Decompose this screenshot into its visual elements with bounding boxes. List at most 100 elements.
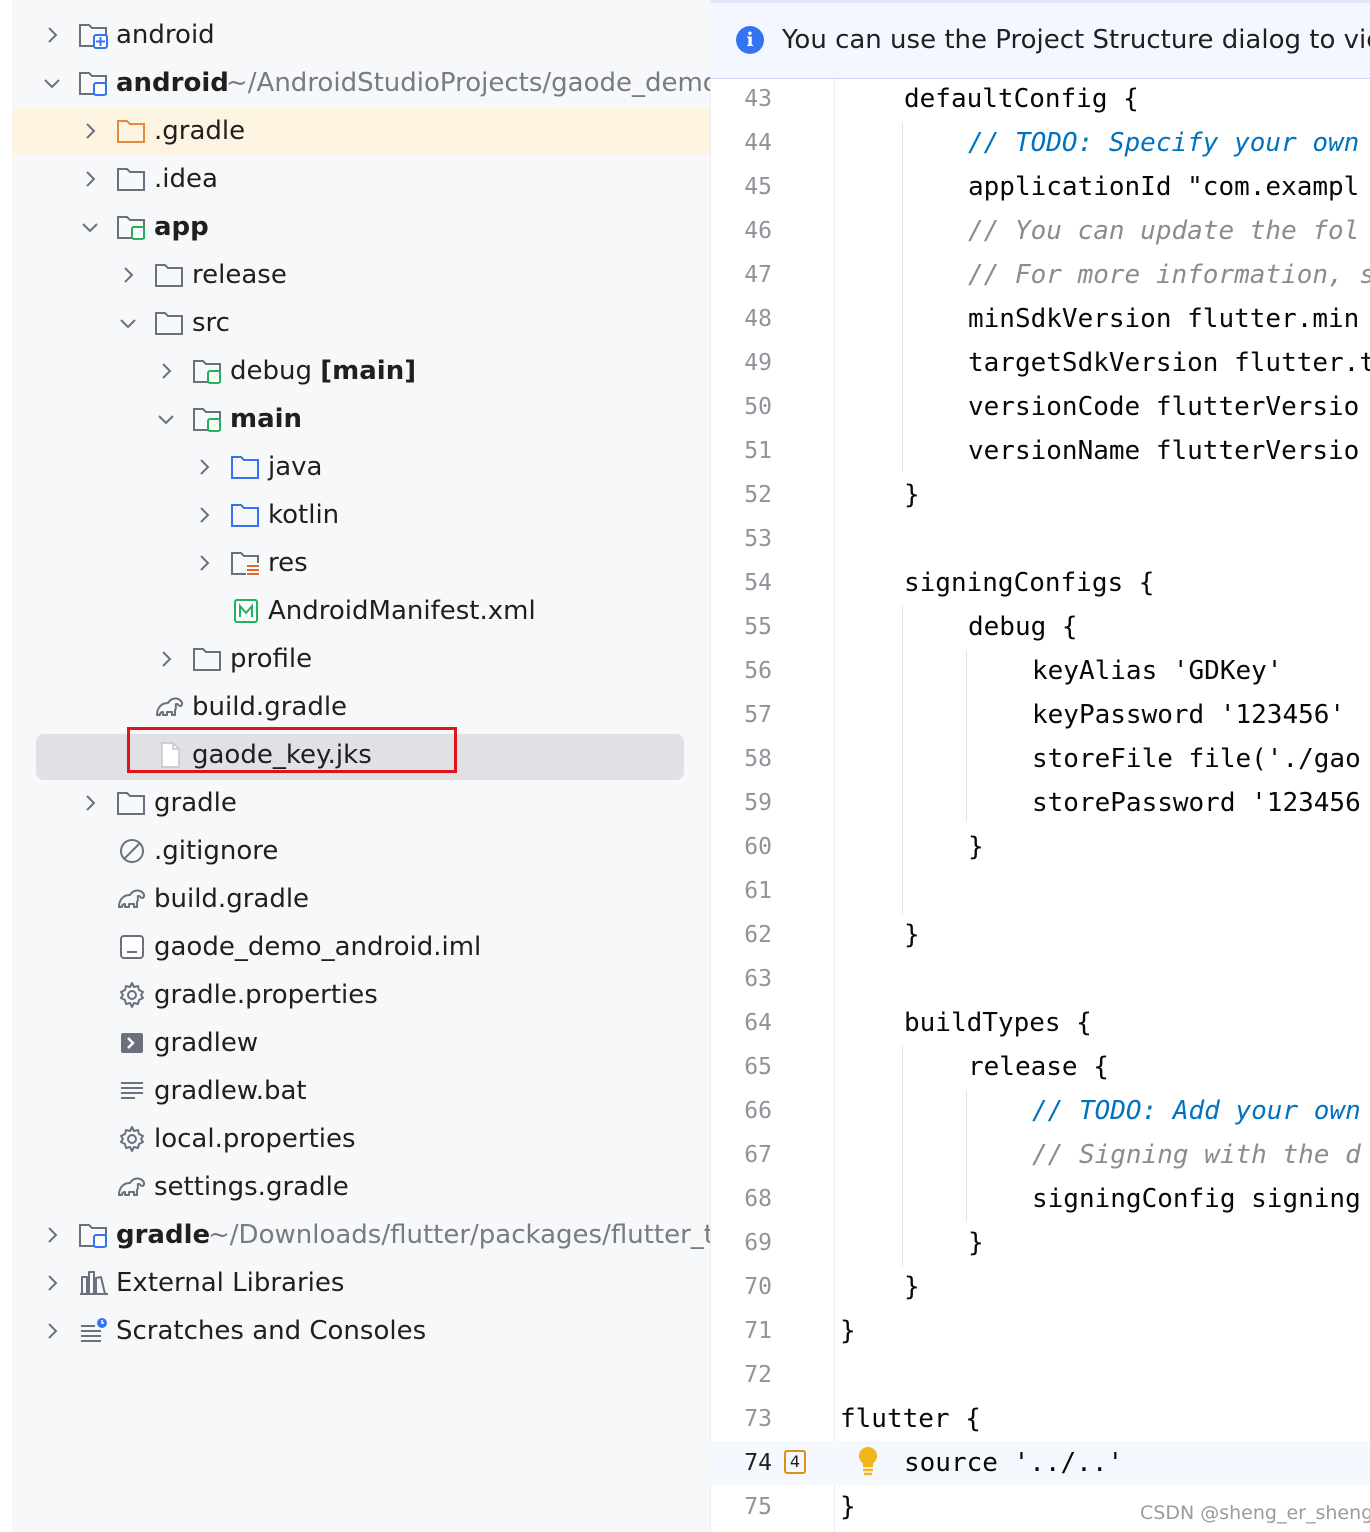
inspection-badge[interactable]: 4 <box>784 1450 806 1474</box>
tree-row-android-manifest[interactable]: AndroidManifest.xml <box>12 587 710 635</box>
code-line[interactable]: 52} <box>710 473 1370 517</box>
tree-row-local-properties[interactable]: local.properties <box>12 1115 710 1163</box>
code-line[interactable]: 70} <box>710 1265 1370 1309</box>
folder-icon <box>155 264 183 287</box>
code-text: targetSdkVersion flutter.t <box>968 348 1370 378</box>
lightbulb-icon[interactable] <box>856 1445 880 1479</box>
banner-text: You can use the Project Structure dialog… <box>782 25 1370 55</box>
tree-row-profile[interactable]: profile <box>12 635 710 683</box>
tree-row-gitignore[interactable]: .gitignore <box>12 827 710 875</box>
chevron-right-icon[interactable] <box>40 1223 64 1247</box>
code-line[interactable]: 46// You can update the fol <box>710 209 1370 253</box>
tree-row-release[interactable]: release <box>12 251 710 299</box>
tree-row-scratches[interactable]: Scratches and Consoles <box>12 1307 710 1355</box>
tree-row-app-build-gradle[interactable]: build.gradle <box>12 683 710 731</box>
tree-row-java[interactable]: java <box>12 443 710 491</box>
code-line[interactable]: 61 <box>710 869 1370 913</box>
code-line[interactable]: 71} <box>710 1309 1370 1353</box>
code-line[interactable]: 60} <box>710 825 1370 869</box>
chevron-right-icon[interactable] <box>154 359 178 383</box>
source-set-folder-icon <box>193 360 221 384</box>
line-number: 69 <box>744 1230 772 1256</box>
tree-row-res[interactable]: res <box>12 539 710 587</box>
chevron-down-icon[interactable] <box>40 71 64 95</box>
code-text: signingConfigs { <box>904 568 1155 598</box>
tree-row-main[interactable]: main <box>12 395 710 443</box>
chevron-right-icon[interactable] <box>40 1271 64 1295</box>
tree-row-kotlin[interactable]: kotlin <box>12 491 710 539</box>
code-line[interactable]: 69} <box>710 1221 1370 1265</box>
chevron-right-icon[interactable] <box>116 263 140 287</box>
tree-row-dot-gradle[interactable]: .gradle <box>12 107 710 155</box>
tree-row-label: debug [main] <box>230 347 416 395</box>
tree-row-android-module[interactable]: android <box>12 11 710 59</box>
code-line[interactable]: 72 <box>710 1353 1370 1397</box>
chevron-right-icon[interactable] <box>154 647 178 671</box>
chevron-right-icon[interactable] <box>78 167 102 191</box>
tree-row-gaode-key-jks[interactable]: gaode_key.jks <box>12 727 710 780</box>
source-folder-icon <box>231 504 259 527</box>
tree-row-label: gradle.properties <box>154 980 378 1010</box>
tree-row-label: .gitignore <box>154 836 279 866</box>
chevron-right-icon[interactable] <box>192 503 216 527</box>
tree-row-iml[interactable]: gaode_demo_android.iml <box>12 923 710 971</box>
tree-row-build-gradle[interactable]: build.gradle <box>12 875 710 923</box>
chevron-right-icon[interactable] <box>192 551 216 575</box>
tree-row-gradle-properties[interactable]: gradle.properties <box>12 971 710 1019</box>
info-banner: i You can use the Project Structure dial… <box>710 0 1370 79</box>
gradle-elephant-icon <box>118 1177 146 1196</box>
tree-row-app[interactable]: app <box>12 203 710 251</box>
code-line[interactable]: 67// Signing with the d <box>710 1133 1370 1177</box>
chevron-right-icon[interactable] <box>78 119 102 143</box>
code-line[interactable]: 66// TODO: Add your own <box>710 1089 1370 1133</box>
chevron-down-icon[interactable] <box>116 311 140 335</box>
indent-guide <box>902 606 903 914</box>
chevron-right-icon[interactable] <box>78 791 102 815</box>
chevron-down-icon[interactable] <box>154 407 178 431</box>
tree-row-gradlew-bat[interactable]: gradlew.bat <box>12 1067 710 1115</box>
tree-row-android-root[interactable]: android ~/AndroidStudioProjects/gaode_de… <box>12 59 710 107</box>
tree-row-gradle-flutter-tools[interactable]: gradle ~/Downloads/flutter/packages/flut… <box>12 1211 710 1259</box>
tree-row-idea[interactable]: .idea <box>12 155 710 203</box>
project-tree-panel: android android ~/AndroidStudioProjects/… <box>12 11 710 1355</box>
tree-row-external-libraries[interactable]: External Libraries <box>12 1259 710 1307</box>
tree-row-src[interactable]: src <box>12 299 710 347</box>
code-line[interactable]: 44// TODO: Specify your own <box>710 121 1370 165</box>
chevron-right-icon[interactable] <box>192 455 216 479</box>
code-editor[interactable]: i You can use the Project Structure dial… <box>710 0 1370 1532</box>
code-line-current[interactable]: 74 4 source '../..' <box>710 1441 1370 1485</box>
tree-row-label: gaode_key.jks <box>192 740 372 770</box>
chevron-right-icon[interactable] <box>40 1319 64 1343</box>
code-line[interactable]: 62} <box>710 913 1370 957</box>
chevron-down-icon[interactable] <box>78 215 102 239</box>
code-line[interactable]: 63 <box>710 957 1370 1001</box>
tree-row-gradle-folder[interactable]: gradle <box>12 779 710 827</box>
tree-row-label: settings.gradle <box>154 1172 349 1202</box>
tree-row-settings-gradle[interactable]: settings.gradle <box>12 1163 710 1211</box>
code-line[interactable]: 47// For more information, s <box>710 253 1370 297</box>
tree-row-gradlew[interactable]: gradlew <box>12 1019 710 1067</box>
code-line[interactable]: 75} <box>710 1485 1370 1529</box>
banner-top-strip <box>710 0 1370 3</box>
tree-row-debug[interactable]: debug [main] <box>12 347 710 395</box>
chevron-right-icon[interactable] <box>40 23 64 47</box>
code-line[interactable]: 53 <box>710 517 1370 561</box>
code-text: // TODO: Specify your own <box>968 128 1360 158</box>
file-icon <box>161 742 180 768</box>
